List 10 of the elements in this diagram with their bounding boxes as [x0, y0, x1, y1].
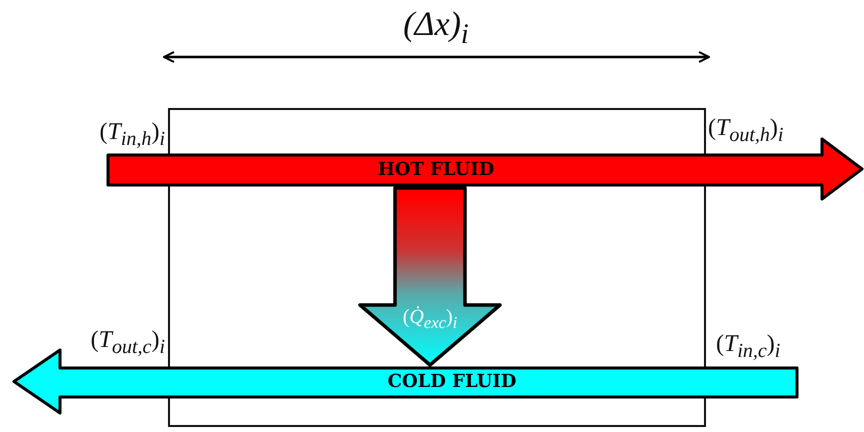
control-volume-box: [168, 108, 706, 427]
temperature-label: (T$_{in,h}$)$_{i}$: [100, 120, 165, 149]
dimension-label: (Δx)$_{i}$: [403, 8, 469, 50]
edge-label: (Q̇$_{exc}$)$_{i}$: [402, 307, 458, 332]
temperature-label: (T$_{out,h}$)$_{i}$: [708, 116, 784, 145]
fluid-label: HOT FLUID: [378, 158, 494, 180]
temperature-label: (T$_{in,c}$)$_{i}$: [716, 332, 780, 361]
heat-flow-arrow: [358, 186, 502, 367]
temperature-label: (T$_{out,c}$)$_{i}$: [90, 328, 165, 357]
fluid-label: COLD FLUID: [388, 371, 516, 392]
